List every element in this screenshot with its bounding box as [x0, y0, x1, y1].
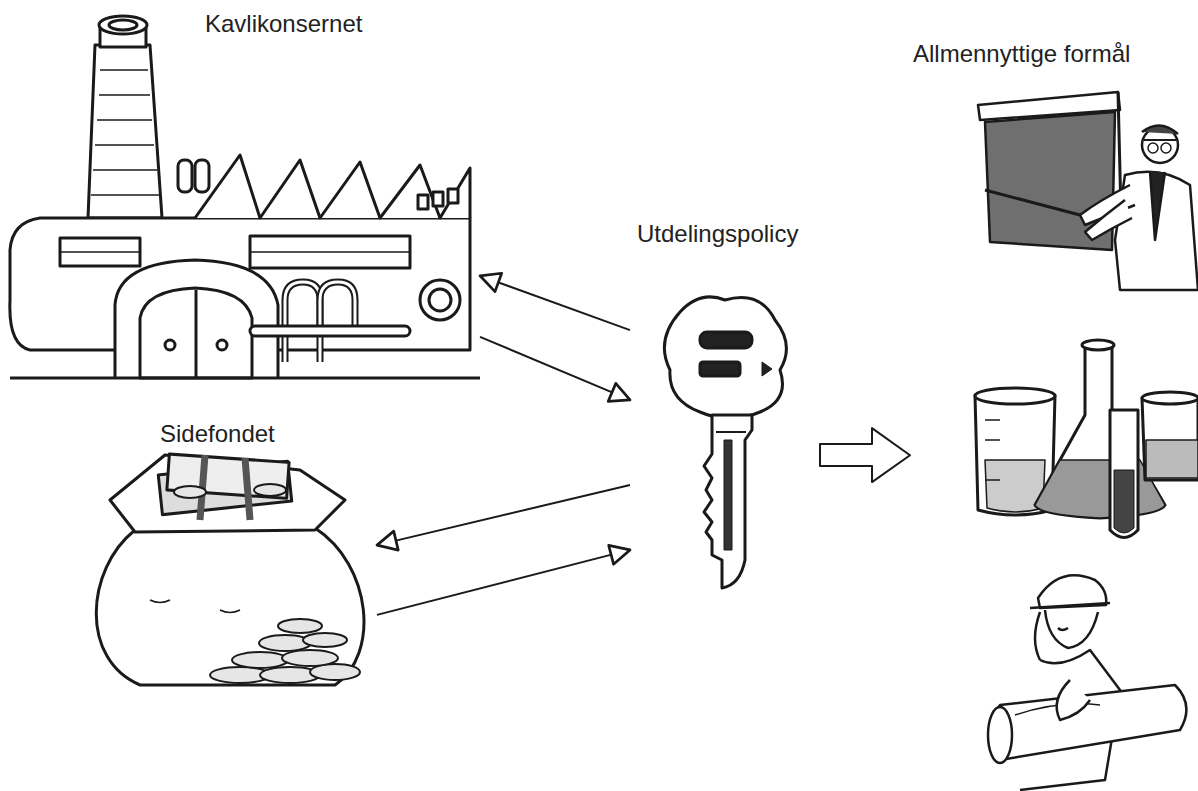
- node-heading: Kavlikonsernet: [205, 10, 475, 38]
- illustration-part: [975, 388, 1055, 404]
- illustration-part: [1148, 143, 1158, 153]
- illustration-part: [433, 192, 443, 206]
- illustration-part: [60, 238, 140, 266]
- illustration-part: [195, 155, 470, 218]
- illustration-part: [115, 260, 278, 378]
- policy-node: Utdelingspolicy: [630, 215, 820, 590]
- illustration-part: [178, 160, 192, 192]
- illustration-part: [1030, 603, 1110, 608]
- illustration-part: [1045, 610, 1098, 648]
- illustration-part: [420, 280, 460, 320]
- teacher-illustration: [978, 92, 1198, 290]
- factory-illustration: [10, 16, 480, 378]
- illustration-part: [985, 190, 1080, 215]
- illustration-part: [1114, 470, 1134, 533]
- illustration-part: [195, 290, 198, 378]
- illustration-part: [110, 455, 345, 532]
- illustration-part: [320, 282, 400, 362]
- illustration-part: [195, 160, 209, 192]
- illustration-part: [174, 486, 206, 498]
- block-arrow: [820, 428, 910, 482]
- illustration-part: [1057, 680, 1090, 720]
- flow-arrow: [377, 485, 630, 545]
- node-heading: Allmennyttige formål: [913, 40, 1197, 68]
- illustration-part: [448, 189, 458, 203]
- illustration-part: [1142, 398, 1198, 480]
- illustration-part: [1144, 139, 1176, 141]
- illustration-part: [250, 326, 410, 336]
- illustration-part: [1150, 172, 1165, 240]
- flow-arrow: [480, 276, 630, 330]
- key-illustration: [664, 297, 786, 588]
- illustration-part: [95, 144, 154, 146]
- illustration-part: [109, 20, 137, 30]
- illustration-part: [700, 362, 740, 376]
- lab-glassware-illustration: [975, 340, 1198, 538]
- illustration-part: [418, 195, 428, 209]
- illustration-part: [704, 415, 752, 588]
- illustration-part: [99, 16, 147, 34]
- illustration-part: [250, 236, 410, 268]
- node-heading: Utdelingspolicy: [637, 220, 819, 248]
- illustration-part: [985, 439, 1000, 441]
- illustration-part: [200, 455, 250, 520]
- fund-node: Sidefondet: [85, 415, 377, 690]
- coin-pile: [174, 484, 360, 683]
- illustration-part: [1142, 392, 1198, 404]
- illustration-part: [1085, 200, 1132, 240]
- illustration-part: [278, 619, 322, 633]
- money-bag-illustration: [96, 454, 364, 685]
- illustration-part: [1110, 410, 1138, 538]
- illustration-part: [429, 289, 451, 311]
- illustration-part: [664, 297, 786, 419]
- illustration-part: [303, 633, 347, 647]
- illustration-part: [140, 288, 252, 378]
- illustration-part: [91, 194, 159, 196]
- illustration-part: [217, 340, 227, 350]
- illustration-part: [99, 94, 150, 96]
- flow-arrow: [377, 550, 630, 615]
- illustration-part: [985, 479, 1000, 481]
- company-node: Kavlikonsernet: [0, 8, 480, 380]
- engineer-illustration: [988, 575, 1186, 790]
- illustration-part: [700, 332, 752, 348]
- illustration-part: [1161, 143, 1171, 153]
- illustration-part: [93, 169, 157, 171]
- illustration-part: [10, 377, 480, 380]
- illustration-part: [167, 454, 289, 498]
- illustration-part: [232, 652, 288, 668]
- illustration-part: [97, 119, 152, 121]
- illustration-part: [254, 484, 286, 496]
- illustration-part: [724, 440, 732, 550]
- illustration-part: [1082, 340, 1114, 350]
- illustration-part: [988, 707, 1012, 763]
- illustration-part: [1035, 612, 1040, 660]
- illustration-part: [60, 251, 140, 253]
- illustration-part: [762, 362, 772, 376]
- illustration-part: [88, 45, 162, 218]
- illustration-part: [716, 431, 746, 433]
- illustration-part: [96, 528, 364, 685]
- illustration-part: [1142, 125, 1178, 134]
- illustration-part: [250, 251, 410, 253]
- illustration-part: [1058, 628, 1068, 630]
- purpose-node: Allmennyttige formål: [910, 38, 1198, 791]
- illustration-part: [285, 282, 320, 362]
- illustration-part: [1146, 440, 1198, 478]
- illustration-part: [285, 282, 320, 362]
- illustration-part: [985, 419, 1000, 421]
- illustration-part: [320, 282, 400, 362]
- illustration-part: [165, 340, 175, 350]
- illustration-part: [990, 685, 1186, 760]
- illustration-part: [282, 650, 338, 666]
- illustration-part: [100, 69, 148, 71]
- illustration-part: [150, 600, 240, 613]
- node-heading: Sidefondet: [160, 420, 370, 448]
- flow-arrow: [480, 337, 630, 400]
